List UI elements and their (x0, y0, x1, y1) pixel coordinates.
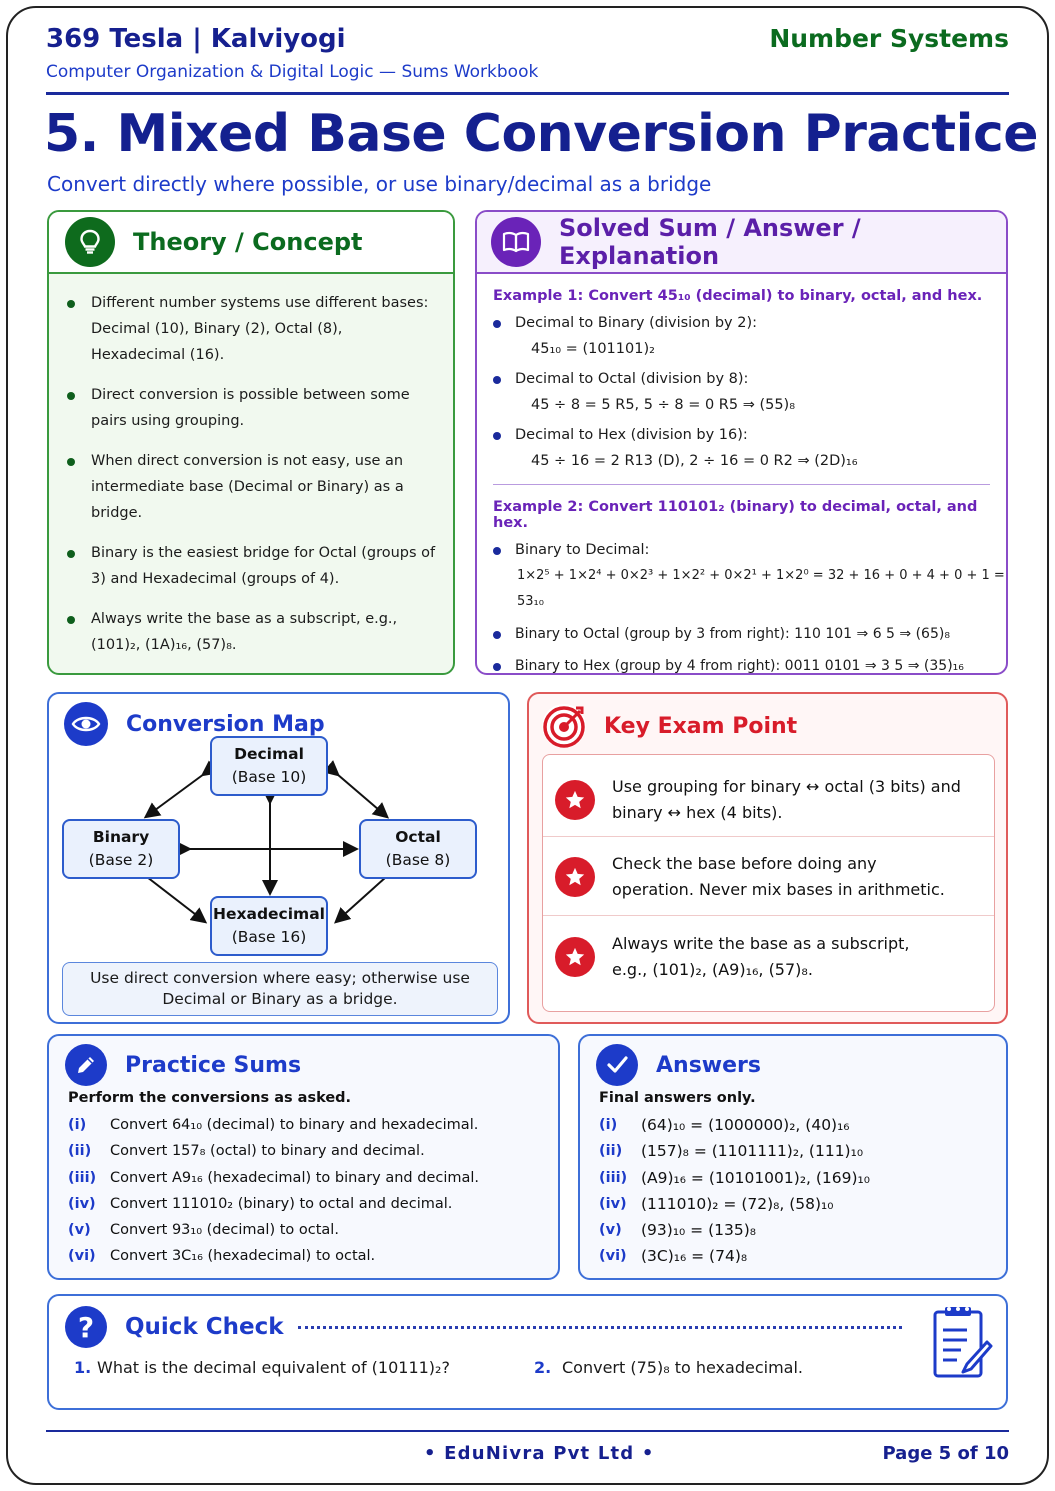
example-1-steps: Decimal to Binary (division by 2): 45₁₀ … (477, 310, 1006, 474)
theory-bullet: Always write the base as a subscript, e.… (67, 606, 439, 658)
key-point-row: Check the base before doing any operatio… (543, 838, 994, 916)
practice-heading: Practice Sums (125, 1052, 302, 1078)
key-point-row: Always write the base as a subscript, e.… (543, 917, 994, 997)
octal-node: Octal (Base 8) (359, 819, 477, 879)
solved-header: Solved Sum / Answer / Explanation (477, 212, 1006, 274)
conversion-map-header: Conversion Map (64, 702, 325, 746)
practice-list: (i)Convert 64₁₀ (decimal) to binary and … (68, 1112, 558, 1270)
check-circle-icon (596, 1044, 638, 1086)
quick-check-heading: Quick Check (125, 1314, 284, 1340)
example-step: Decimal to Hex (division by 16): 45 ÷ 16… (493, 422, 1006, 474)
hexadecimal-node: Hexadecimal (Base 16) (210, 896, 328, 956)
key-exam-point-heading: Key Exam Point (604, 713, 798, 739)
lightbulb-icon (65, 217, 115, 267)
dotted-leader (297, 1325, 902, 1329)
theory-bullet: Binary is the easiest bridge for Octal (… (67, 540, 439, 592)
conversion-arrows (132, 760, 401, 924)
practice-item: (i)Convert 64₁₀ (decimal) to binary and … (68, 1117, 479, 1133)
page-title: 5. Mixed Base Conversion Practice (44, 104, 1039, 164)
practice-item: (iii)Convert A9₁₆ (hexadecimal) to binar… (68, 1169, 480, 1186)
quick-check-question-2: 2. Convert (75)₈ to hexadecimal. (534, 1358, 803, 1377)
answers-card: Answers Final answers only. (i)(64)₁₀ = … (578, 1034, 1008, 1280)
pencil-icon (65, 1044, 107, 1086)
header-divider (46, 92, 1009, 95)
theory-header: Theory / Concept (49, 212, 453, 274)
brand-title: 369 Tesla | Kalviyogi (46, 24, 346, 54)
theory-bullet: Different number systems use different b… (67, 290, 439, 368)
practice-item: (iv)Convert 111010₂ (binary) to octal an… (68, 1195, 453, 1212)
quick-check-header: ? Quick Check (65, 1306, 920, 1348)
conversion-map-card: Conversion Map Decimal (Base 10) Binary … (47, 692, 510, 1024)
decimal-node: Decimal (Base 10) (210, 736, 328, 796)
answer-item: (v)(93)₁₀ = (135)₈ (599, 1221, 756, 1240)
page-subtitle: Convert directly where possible, or use … (47, 172, 712, 196)
example-1-title: Example 1: Convert 45₁₀ (decimal) to bin… (493, 288, 983, 304)
theory-card: Theory / Concept Different number system… (47, 210, 455, 675)
practice-item: (v)Convert 93₁₀ (decimal) to octal. (68, 1222, 339, 1239)
quick-check-card: ? Quick Check 1. What is the decimal equ… (47, 1294, 1008, 1410)
page-number: Page 5 of 10 (882, 1443, 1009, 1464)
answer-item: (vi)(3C)₁₆ = (74)₈ (599, 1247, 748, 1266)
star-icon (555, 856, 595, 897)
practice-item: (ii)Convert 157₈ (octal) to binary and d… (68, 1143, 425, 1160)
binary-node: Binary (Base 2) (62, 819, 180, 879)
example-divider (493, 484, 990, 485)
theory-bullet: Direct conversion is possible between so… (67, 382, 439, 434)
example-step: Binary to Decimal: 1×2⁵ + 1×2⁴ + 0×2³ + … (493, 537, 1006, 615)
theory-bullet: When direct conversion is not easy, use … (67, 448, 439, 526)
example-2-steps: Binary to Decimal: 1×2⁵ + 1×2⁴ + 0×2³ + … (477, 537, 1006, 679)
practice-card: Practice Sums Perform the conversions as… (47, 1034, 560, 1280)
footer-company: • EduNivra Pvt Ltd • (424, 1443, 655, 1464)
answers-instruction: Final answers only. (599, 1090, 756, 1106)
answer-item: (iii)(A9)₁₆ = (10101001)₂, (169)₁₀ (599, 1168, 870, 1187)
answer-item: (i)(64)₁₀ = (1000000)₂, (40)₁₆ (599, 1116, 850, 1134)
topic-label: Number Systems (769, 24, 1009, 53)
key-exam-point-header: Key Exam Point (542, 704, 797, 748)
target-icon (542, 704, 586, 748)
example-step: Binary to Hex (group by 4 from right): 0… (493, 653, 1006, 679)
theory-list: Different number systems use different b… (49, 274, 453, 658)
answers-list: (i)(64)₁₀ = (1000000)₂, (40)₁₆ (ii)(157)… (599, 1112, 1006, 1270)
practice-instruction: Perform the conversions as asked. (68, 1090, 352, 1106)
clipboard-icon (927, 1302, 997, 1388)
open-book-icon (491, 217, 541, 267)
practice-item: (vi)Convert 3C₁₆ (hexadecimal) to octal. (68, 1248, 376, 1265)
workbook-subtitle: Computer Organization & Digital Logic — … (46, 62, 539, 82)
key-points-box: Use grouping for binary ↔ octal (3 bits)… (542, 754, 995, 1012)
answers-header: Answers (596, 1044, 1006, 1086)
key-exam-point-card: Key Exam Point Use grouping for binary ↔… (527, 692, 1008, 1024)
conversion-map-heading: Conversion Map (126, 711, 325, 737)
solved-card: Solved Sum / Answer / Explanation Exampl… (475, 210, 1008, 675)
example-step: Binary to Octal (group by 3 from right):… (493, 621, 1006, 647)
star-icon (555, 779, 595, 820)
answer-item: (iv)(111010)₂ = (72)₈, (58)₁₀ (599, 1194, 834, 1213)
quick-check-question-1: 1. What is the decimal equivalent of (10… (74, 1358, 450, 1377)
star-icon (555, 937, 595, 977)
example-step: Decimal to Binary (division by 2): 45₁₀ … (493, 310, 1006, 362)
answers-heading: Answers (656, 1052, 761, 1078)
question-icon: ? (65, 1306, 107, 1348)
example-2-title: Example 2: Convert 110101₂ (binary) to d… (493, 499, 978, 531)
answer-item: (ii)(157)₈ = (1101111)₂, (111)₁₀ (599, 1142, 864, 1161)
key-point-row: Use grouping for binary ↔ octal (3 bits)… (543, 763, 994, 837)
solved-heading: Solved Sum / Answer / Explanation (559, 214, 861, 270)
theory-heading: Theory / Concept (133, 228, 363, 256)
conversion-map-note: Use direct conversion where easy; otherw… (62, 962, 498, 1016)
footer-divider (46, 1430, 1009, 1432)
practice-header: Practice Sums (65, 1044, 558, 1086)
eye-icon (64, 702, 108, 746)
example-step: Decimal to Octal (division by 8): 45 ÷ 8… (493, 366, 1006, 418)
